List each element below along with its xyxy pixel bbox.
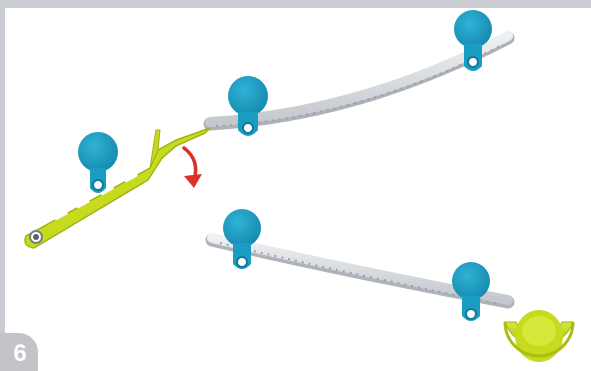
launcher-stand (78, 132, 118, 193)
lower-stand-left (223, 209, 261, 269)
upper-stand-right (454, 10, 492, 71)
step-number: 6 (13, 340, 27, 367)
catch-cup (503, 310, 575, 362)
upper-stand-left (228, 76, 268, 136)
step-number-badge: 6 (0, 333, 38, 371)
lower-stand-right (452, 262, 490, 321)
rotate-down-arrow (182, 146, 202, 188)
launcher-lever (24, 127, 211, 249)
